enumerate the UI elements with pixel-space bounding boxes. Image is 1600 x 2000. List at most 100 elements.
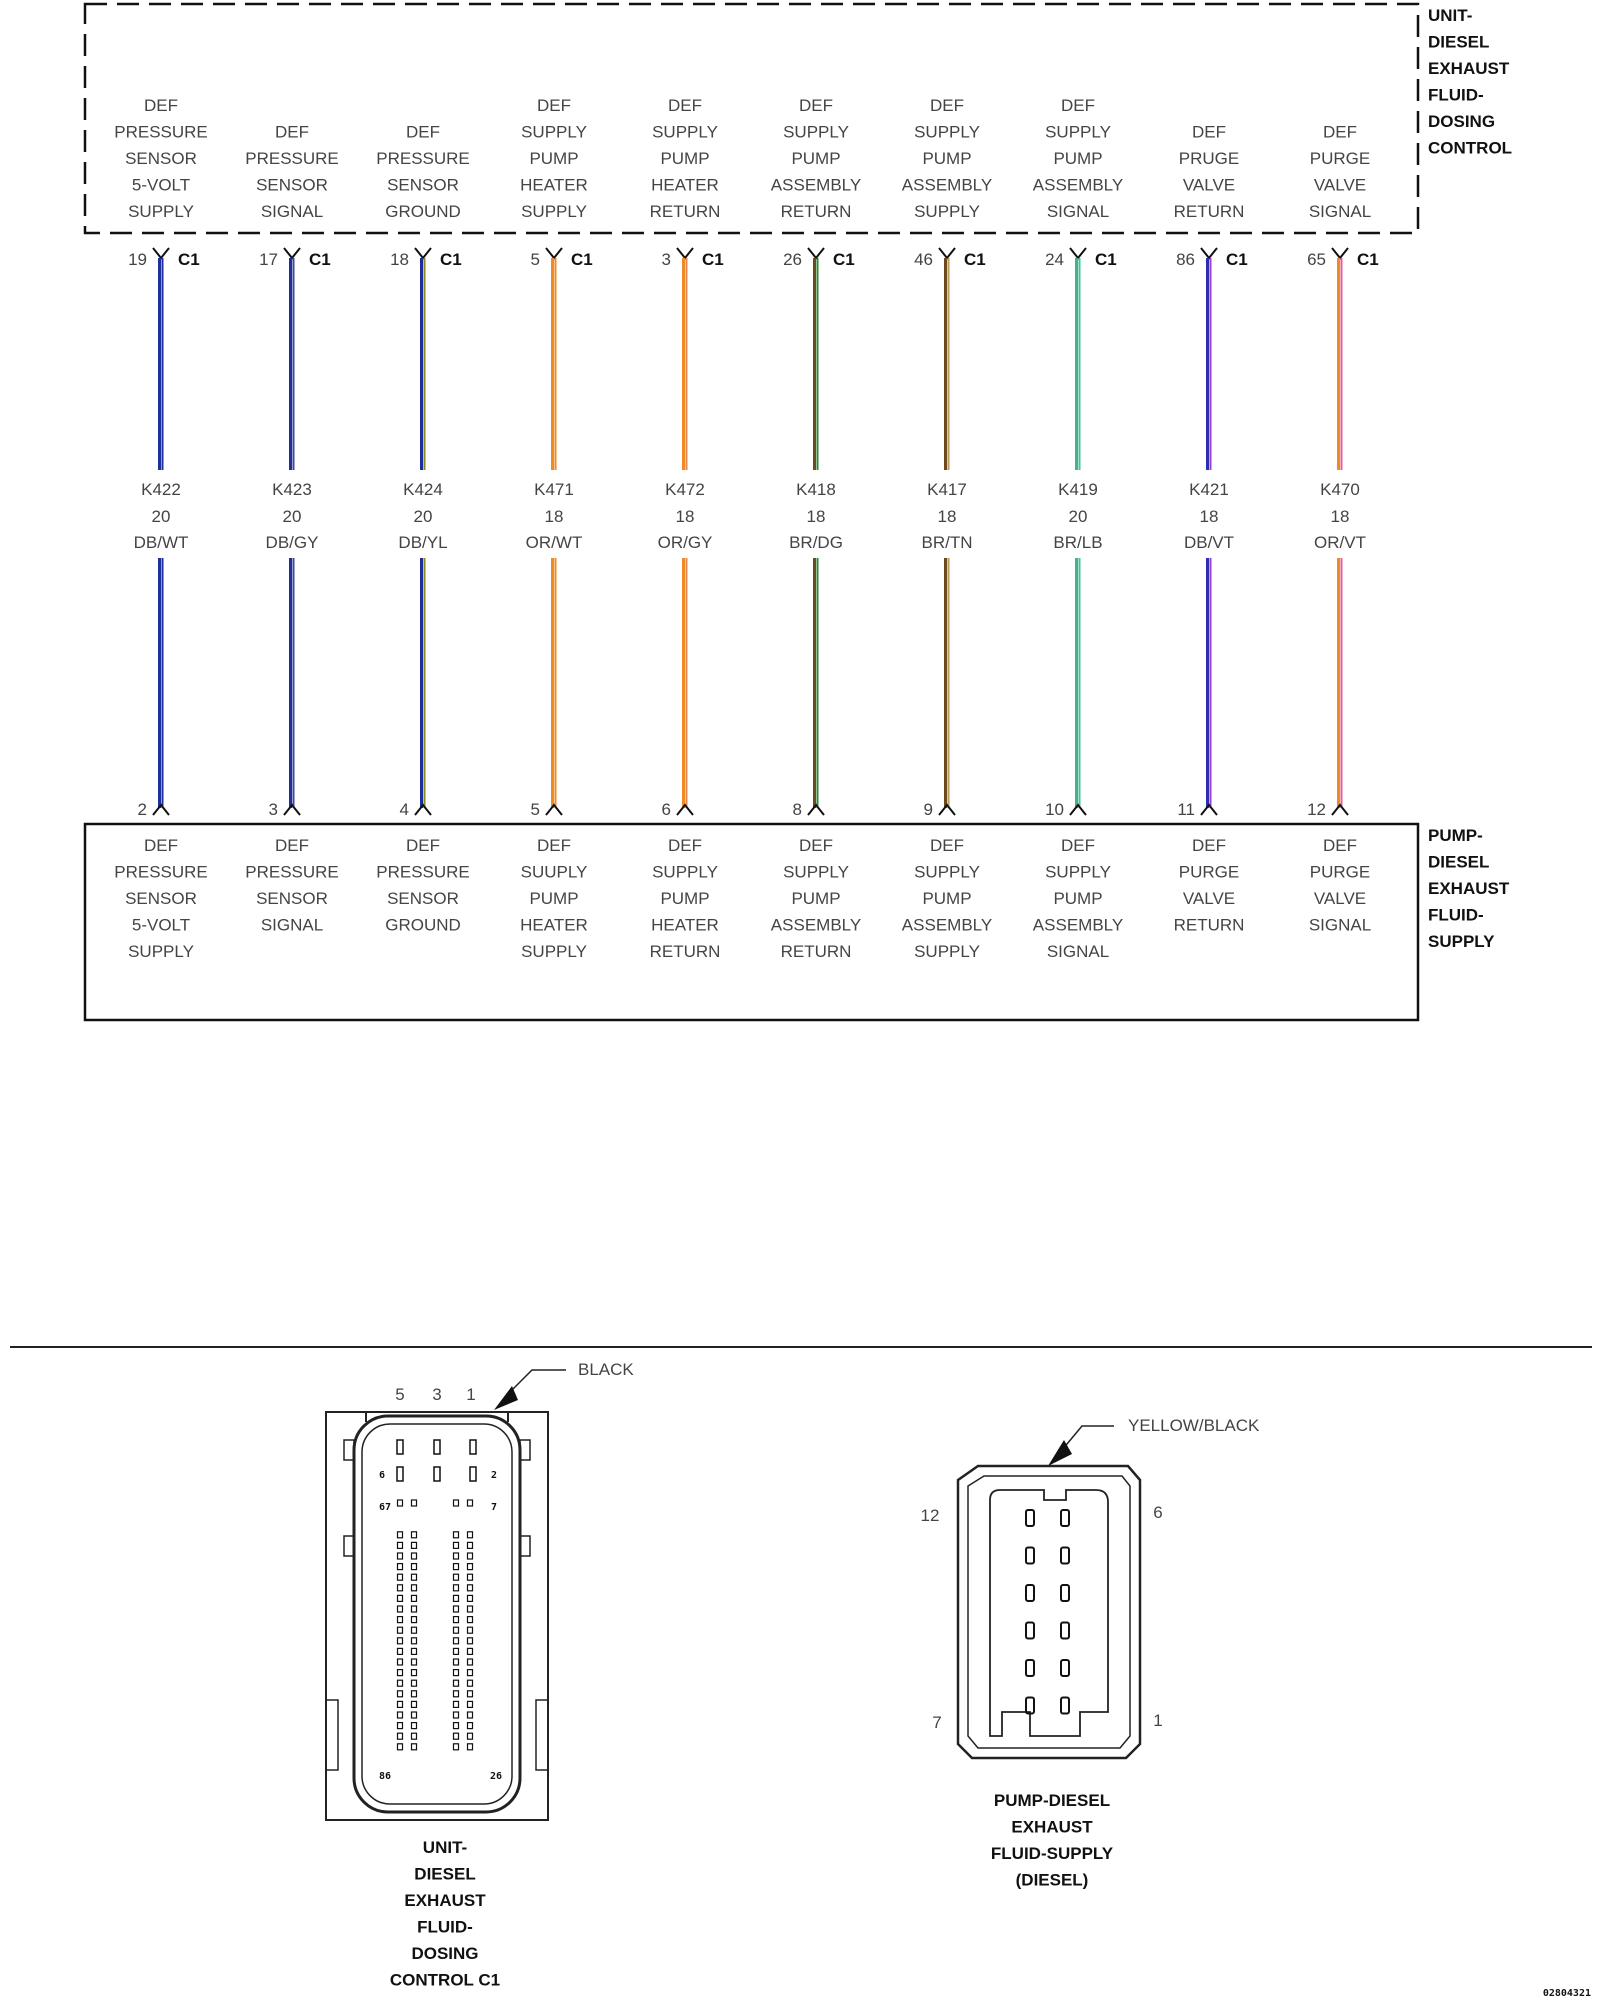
bottom-terminal-symbol	[676, 803, 694, 816]
top-function-label: PURGE	[1310, 149, 1370, 168]
c1-caption-line: CONTROL C1	[390, 1971, 500, 1990]
pump-connector-inner	[967, 1475, 1131, 1749]
c1-color-callout: BLACK	[578, 1360, 634, 1379]
top-function-label: SUPPLY	[1045, 123, 1111, 142]
c1-small-cavity	[466, 1711, 474, 1719]
top-function-label: RETURN	[650, 202, 721, 221]
bottom-function-label: SENSOR	[125, 889, 197, 908]
c1-small-cavity	[466, 1721, 474, 1730]
top-function-label: DEF	[1192, 123, 1226, 142]
top-function-label: PUMP	[922, 149, 971, 168]
dosing-control-name-line: EXHAUST	[1428, 59, 1510, 78]
c1-small-cavity	[396, 1690, 404, 1698]
c1-small-cavity	[396, 1721, 404, 1730]
c1-small-cavity	[452, 1594, 460, 1603]
pump-cavity	[1060, 1659, 1070, 1677]
bottom-function-label: PURGE	[1179, 863, 1239, 882]
bottom-function-label: SUPPLY	[1045, 863, 1111, 882]
pump-supply-name-line: FLUID-	[1428, 906, 1484, 925]
c1-small-cavity	[452, 1637, 460, 1645]
top-function-label: SIGNAL	[1047, 202, 1109, 221]
bottom-function-label: SUUPLY	[521, 863, 588, 882]
top-function-label: PRESSURE	[245, 149, 339, 168]
c1-small-cavity	[452, 1700, 460, 1709]
bottom-pin-number: 6	[662, 800, 671, 819]
pump-cavity	[1025, 1659, 1035, 1677]
c1-small-cavity	[410, 1541, 418, 1550]
c1-small-cavity	[396, 1732, 404, 1740]
top-pin-number: 19	[128, 250, 147, 269]
c1-small-cavity	[452, 1668, 460, 1677]
c1-small-cavity	[466, 1668, 474, 1677]
bottom-function-label: PUMP	[791, 889, 840, 908]
pump-color-callout: YELLOW/BLACK	[1128, 1416, 1260, 1435]
c1-small-cavity	[466, 1573, 474, 1581]
pump-cavity	[1060, 1546, 1070, 1565]
top-function-label: ASSEMBLY	[1033, 176, 1123, 195]
c1-small-cavity	[410, 1584, 418, 1592]
c1-small-cavity	[396, 1499, 404, 1507]
pump-supply-name-line: SUPPLY	[1428, 932, 1495, 951]
bottom-function-label: PRESSURE	[376, 863, 470, 882]
top-function-label: VALVE	[1183, 176, 1235, 195]
circuit-id: K421	[1189, 480, 1229, 499]
circuit-id: K424	[403, 480, 443, 499]
top-function-label: RETURN	[781, 202, 852, 221]
bottom-function-label: DEF	[799, 836, 833, 855]
bottom-function-label: SUPPLY	[914, 942, 980, 961]
bottom-function-label: RETURN	[650, 942, 721, 961]
top-function-label: 5-VOLT	[132, 176, 190, 195]
bottom-terminal-symbol	[938, 803, 956, 816]
top-function-label: DEF	[799, 96, 833, 115]
bottom-function-label: VALVE	[1183, 889, 1235, 908]
bottom-function-label: SIGNAL	[1047, 942, 1109, 961]
bottom-terminal-symbol	[283, 803, 301, 816]
bottom-function-label: 5-VOLT	[132, 916, 190, 935]
bottom-pin-number: 4	[400, 800, 409, 819]
c1-small-cavity	[396, 1531, 404, 1539]
top-terminal-symbol	[283, 247, 301, 260]
c1-small-cavity	[452, 1732, 460, 1740]
c1-small-cavity	[452, 1690, 460, 1698]
c1-small-cavity	[466, 1531, 474, 1539]
top-connector-id: C1	[1226, 250, 1248, 269]
wire-gauge: 18	[676, 507, 695, 526]
bottom-function-label: SUPPLY	[652, 863, 718, 882]
c1-small-cavity	[452, 1562, 460, 1571]
top-function-label: GROUND	[385, 202, 461, 221]
c1-small-cavity	[410, 1594, 418, 1603]
bottom-function-label: SUPPLY	[128, 942, 194, 961]
bottom-terminal-symbol	[1331, 803, 1349, 816]
bottom-function-label: RETURN	[781, 942, 852, 961]
c1-small-cavity	[452, 1499, 460, 1507]
c1-caption-line: DOSING	[411, 1944, 478, 1963]
c1-small-cavity	[396, 1573, 404, 1581]
top-pin-number: 18	[390, 250, 409, 269]
wire-gauge: 20	[152, 507, 171, 526]
top-function-label: PUMP	[1053, 149, 1102, 168]
c1-small-cavity	[396, 1605, 404, 1613]
bottom-function-label: DEF	[1192, 836, 1226, 855]
top-function-label: SUPPLY	[521, 202, 587, 221]
c1-lower-step-left	[326, 1699, 339, 1771]
c1-small-cavity	[466, 1562, 474, 1571]
c1-small-cavity	[410, 1605, 418, 1613]
c1-color-callout-arrow	[494, 1386, 518, 1410]
wire-color-code: OR/VT	[1314, 533, 1366, 552]
pump-caption-line: EXHAUST	[1011, 1818, 1093, 1837]
c1-large-cavity	[469, 1466, 477, 1482]
pump-supply-connector-view: 12 6 7 1 YELLOW/BLACK PUMP-DIESELEXHAUST…	[921, 1416, 1260, 1890]
top-terminal-symbol	[152, 247, 170, 260]
c1-small-cavity	[452, 1711, 460, 1719]
bottom-function-label: PUMP	[922, 889, 971, 908]
c1-small-cavity	[466, 1658, 474, 1666]
top-function-label: PUMP	[660, 149, 709, 168]
c1-small-cavity	[396, 1679, 404, 1687]
bottom-function-label: ASSEMBLY	[1033, 916, 1123, 935]
bottom-function-label: SUPPLY	[521, 942, 587, 961]
wire-color-code: BR/LB	[1053, 533, 1102, 552]
top-function-label: DEF	[537, 96, 571, 115]
pump-pin-label-7: 7	[932, 1713, 941, 1732]
